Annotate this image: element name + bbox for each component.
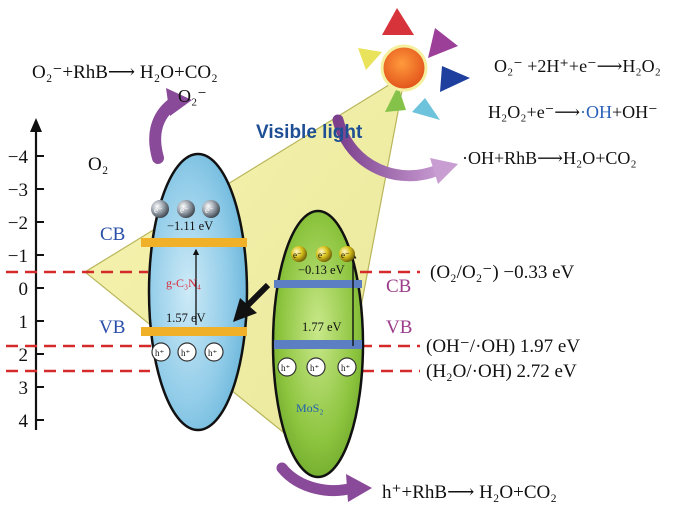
potential-o2: (O₂/O₂⁻) −0.33 eV xyxy=(430,262,575,283)
gcn-ellipse xyxy=(147,152,249,432)
hole-transfer-arrow xyxy=(233,282,271,322)
axis-tick-label: −3 xyxy=(8,180,28,201)
axis-tick-label: 0 xyxy=(19,279,29,300)
axis-tick-label: −4 xyxy=(8,147,29,168)
reaction-r3: ·OH+RhB⟶H₂O+CO₂ xyxy=(462,148,637,168)
mos2-cb-band xyxy=(274,280,362,288)
arc-arrow-visible-light xyxy=(332,114,444,182)
gcn-electron-1: e⁻ xyxy=(154,205,163,215)
axis-tick-label: −1 xyxy=(8,246,28,267)
mos2-cb-value: −0.13 eV xyxy=(298,263,345,277)
gcn-vb-value: 1.57 eV xyxy=(166,311,206,325)
axis-tick-label: 4 xyxy=(19,411,29,432)
axis-tick-label: 2 xyxy=(19,345,29,366)
mos2-vb-label: VB xyxy=(386,317,412,338)
mos2-name: MoS₂ xyxy=(296,401,324,415)
superoxide-label: O₂⁻ xyxy=(178,86,207,106)
mos2-vb-band xyxy=(274,340,362,349)
mos2-electron-2: e⁻ xyxy=(318,250,327,260)
mos2-hole-2: h⁺ xyxy=(310,363,320,373)
reaction-r2: H₂O₂+e⁻⟶·OH+OH⁻ xyxy=(488,102,658,122)
gcn-hole-2: h⁺ xyxy=(181,348,191,358)
gcn-name: g-C₃N₄ xyxy=(166,276,201,290)
gcn-electron-3: e⁻ xyxy=(205,205,214,215)
mos2-cb-label: CB xyxy=(386,276,411,297)
axis-tick-label: 3 xyxy=(19,378,29,399)
axis-tick-label: −2 xyxy=(8,213,28,234)
arc-arrow-bottom xyxy=(276,462,358,496)
gcn-vb-band xyxy=(141,327,247,336)
gcn-cb-band xyxy=(141,238,247,247)
bottom-reaction: h⁺+RhB⟶ H₂O+CO₂ xyxy=(382,482,557,503)
gcn-cb-value: −1.11 eV xyxy=(167,219,213,233)
visible-light-label: Visible light xyxy=(256,122,363,143)
mos2-electrons xyxy=(291,246,355,262)
top-left-reaction: O₂⁻+RhB⟶ H₂O+CO₂ xyxy=(32,62,218,83)
gcn-electron-2: e⁻ xyxy=(180,205,189,215)
potential-h2o: (H₂O/·OH) 2.72 eV xyxy=(426,361,577,382)
mos2-electron-3: e⁻ xyxy=(341,250,350,260)
sun-icon xyxy=(358,8,470,120)
potential-lines xyxy=(6,270,420,373)
gcn-hole-3: h⁺ xyxy=(208,348,218,358)
axis-tick-label: 1 xyxy=(19,312,29,333)
gcn-hole-1: h⁺ xyxy=(155,348,165,358)
mos2-gap-value: 1.77 eV xyxy=(302,320,342,334)
mos2-hole-3: h⁺ xyxy=(341,363,351,373)
oxygen-label: O₂ xyxy=(88,154,108,175)
energy-axis: −4 −3 −2 −1 0 1 2 3 4 xyxy=(8,118,44,432)
reaction-r1: O₂⁻ +2H⁺+e⁻⟶H₂O₂ xyxy=(494,56,661,76)
gcn-vb-label: VB xyxy=(99,317,125,338)
mos2-holes xyxy=(277,357,357,377)
gcn-cb-label: CB xyxy=(100,224,125,245)
gcn-holes xyxy=(151,342,224,362)
gcn-electrons xyxy=(151,200,220,218)
mos2-electron-1: e⁻ xyxy=(293,250,302,260)
mos2-hole-1: h⁺ xyxy=(281,363,291,373)
potential-oh: (OH⁻/·OH) 1.97 eV xyxy=(426,336,580,357)
